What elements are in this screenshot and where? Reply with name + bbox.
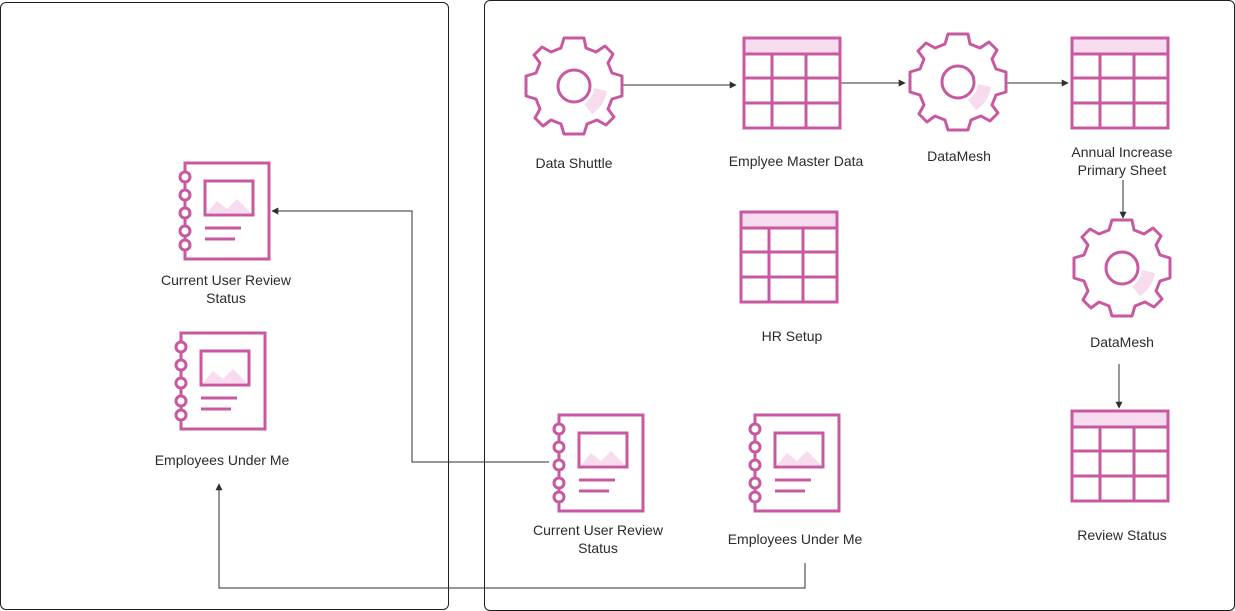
arrow-employees-to-left bbox=[215, 483, 806, 589]
left-panel bbox=[0, 2, 449, 610]
table-icon bbox=[1070, 36, 1170, 130]
label-datamesh-top: DataMesh bbox=[927, 148, 991, 164]
arrow-current-user-to-left bbox=[271, 207, 549, 463]
label-employee-master-data: Emplyee Master Data bbox=[728, 153, 864, 169]
label-annual-increase: Annual Increase Primary Sheet bbox=[1071, 144, 1173, 178]
label-review-status: Review Status bbox=[1077, 527, 1167, 543]
label-current-user-review-right: Current User Review Status bbox=[533, 522, 663, 556]
label-employees-under-me-left: Employees Under Me bbox=[154, 452, 290, 468]
notebook-icon bbox=[552, 413, 645, 513]
table-icon bbox=[1070, 409, 1170, 503]
table-icon bbox=[742, 36, 842, 130]
gear-icon bbox=[1072, 218, 1172, 318]
label-employees-under-me-right: Employees Under Me bbox=[727, 531, 863, 547]
notebook-icon bbox=[178, 161, 271, 261]
label-data-shuttle: Data Shuttle bbox=[535, 155, 613, 171]
gear-icon bbox=[908, 32, 1008, 132]
table-icon bbox=[739, 210, 839, 304]
gear-icon bbox=[524, 36, 624, 136]
label-current-user-review-left: Current User Review Status bbox=[161, 272, 291, 306]
label-hr-setup: HR Setup bbox=[761, 328, 823, 344]
notebook-icon bbox=[174, 331, 267, 431]
notebook-icon bbox=[748, 413, 841, 513]
label-datamesh-right: DataMesh bbox=[1090, 334, 1154, 350]
